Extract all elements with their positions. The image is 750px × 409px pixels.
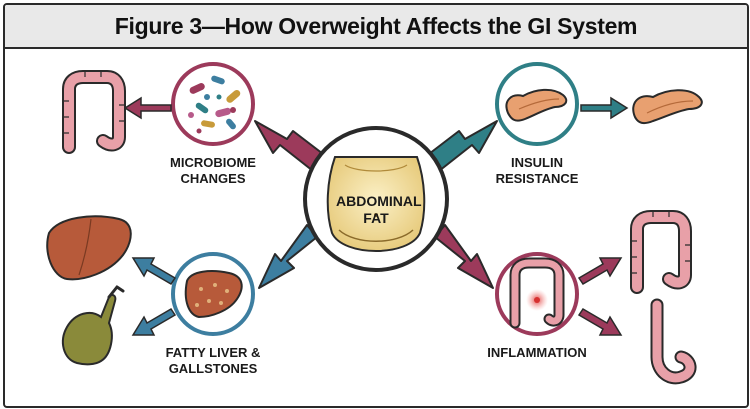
inflamed-colon-icon xyxy=(509,257,565,329)
arrow-to-liver xyxy=(258,224,318,289)
small-arrow-microbiome-colon xyxy=(123,96,172,120)
abdominal-fat-circle xyxy=(303,126,449,272)
diagram-frame: Figure 3—How Overweight Affects the GI S… xyxy=(3,3,749,408)
colon-icon-top-left xyxy=(62,70,126,154)
bacteria-icon xyxy=(188,75,241,134)
inflammation-label: INFLAMMATION xyxy=(477,345,597,361)
liver-label-line1: FATTY LIVER & xyxy=(165,345,261,360)
liver-label: FATTY LIVER & GALLSTONES xyxy=(153,345,273,377)
small-arrow-inflammation-upper xyxy=(577,257,623,286)
liver-icon-left xyxy=(46,215,132,281)
insulin-label-line2: RESISTANCE xyxy=(495,171,579,186)
diagram-art xyxy=(46,62,703,385)
small-arrow-liver-upper xyxy=(131,257,177,286)
microbiome-circle xyxy=(171,62,255,146)
liver-label-line2: GALLSTONES xyxy=(168,361,258,376)
stomach-icon xyxy=(650,298,697,385)
liver-circle xyxy=(171,252,255,336)
center-label-line1: ABDOMINAL xyxy=(336,193,422,209)
figure-title: Figure 3—How Overweight Affects the GI S… xyxy=(114,12,638,39)
center-label-line2: FAT xyxy=(363,210,389,226)
gallbladder-icon xyxy=(61,285,125,366)
microbiome-label-line1: MICROBIOME xyxy=(170,155,256,170)
inflammation-label-line1: INFLAMMATION xyxy=(487,345,587,360)
liver-icon xyxy=(184,270,243,319)
insulin-label: INSULIN RESISTANCE xyxy=(477,155,597,187)
title-bar: Figure 3—How Overweight Affects the GI S… xyxy=(5,5,747,49)
pancreas-icon xyxy=(505,88,568,122)
insulin-circle xyxy=(495,62,579,146)
small-arrow-insulin-pancreas xyxy=(580,96,629,120)
arrow-to-insulin xyxy=(424,120,498,172)
microbiome-label: MICROBIOME CHANGES xyxy=(153,155,273,187)
arrow-to-inflammation xyxy=(434,224,494,289)
arrow-to-microbiome xyxy=(254,120,328,172)
pancreas-icon-top-right xyxy=(632,89,703,125)
small-arrow-liver-lower xyxy=(131,307,177,336)
center-label: ABDOMINAL FAT xyxy=(336,193,422,227)
insulin-label-line1: INSULIN xyxy=(511,155,563,170)
inflammation-circle xyxy=(495,252,579,336)
microbiome-label-line2: CHANGES xyxy=(180,171,246,186)
colon-icon-right xyxy=(630,210,692,294)
small-arrow-inflammation-lower xyxy=(577,307,623,336)
